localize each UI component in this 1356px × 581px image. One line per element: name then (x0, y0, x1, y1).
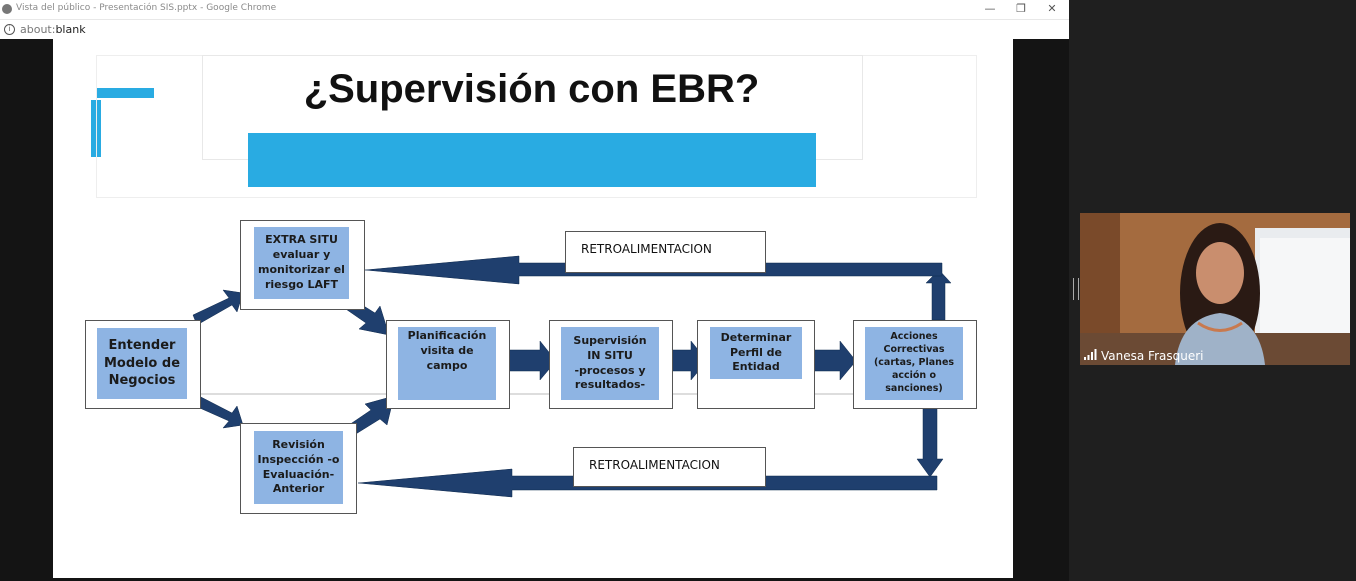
box-revision: Revisión Inspección -o Evaluación- Anter… (254, 431, 343, 504)
slide: ¿Supervisión con EBR? (53, 39, 1013, 578)
feedback-top-label: RETROALIMENTACION (565, 231, 766, 273)
participant-video[interactable] (1080, 213, 1350, 365)
box-extrasitu: EXTRA SITU evaluar y monitorizar el ries… (254, 227, 349, 299)
participant-name-bar: Vanesa Frasqueri (1080, 348, 1220, 365)
slide-title: ¿Supervisión con EBR? (303, 67, 760, 111)
participant-name: Vanesa Frasqueri (1101, 349, 1204, 363)
url-rest: blank (55, 23, 86, 36)
box-entender: Entender Modelo de Negocios (97, 328, 187, 399)
participant-video-image (1080, 213, 1350, 365)
corner-accent-horizontal (97, 88, 154, 98)
close-button[interactable]: ✕ (1047, 2, 1057, 15)
chrome-icon (2, 4, 12, 14)
window-title: Vista del público - Presentación SIS.ppt… (16, 3, 277, 13)
arrow-acciones-down (916, 407, 944, 478)
browser-title-bar: Vista del público - Presentación SIS.ppt… (0, 0, 1069, 19)
url-text[interactable]: about:blank (20, 23, 86, 36)
flow-arrows (192, 255, 973, 498)
minimize-button[interactable]: — (984, 2, 996, 15)
feedback-bottom-label: RETROALIMENTACION (573, 447, 766, 487)
url-scheme: about: (20, 23, 56, 36)
arrow-acciones-up (925, 269, 952, 321)
box-acciones: Acciones Correctivas (cartas, Planes acc… (865, 327, 963, 400)
address-bar[interactable]: i about:blank (0, 19, 1069, 40)
info-icon[interactable]: i (4, 24, 15, 35)
restore-button[interactable]: ❐ (1016, 2, 1026, 15)
panel-drag-handle[interactable] (1073, 278, 1079, 300)
box-supervision: Supervisión IN SITU -procesos y resultad… (561, 327, 659, 400)
title-accent-bar (248, 133, 816, 187)
box-determinar: Determinar Perfil de Entidad (710, 327, 802, 379)
arrow-planificacion-to-supervision (507, 340, 557, 381)
box-planificacion: Planificación visita de campo (398, 327, 496, 400)
signal-strength-icon (1084, 348, 1097, 365)
